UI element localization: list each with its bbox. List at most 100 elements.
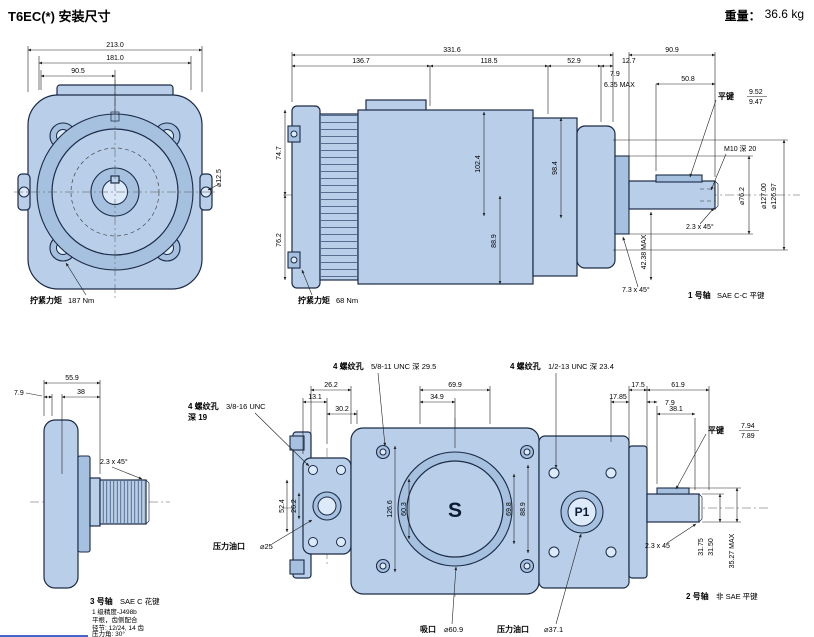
weight-value: 36.6 kg [764,7,804,21]
dim-30-2: 30.2 [335,406,349,413]
tap-hole-hidden [700,188,715,202]
dim-50-8: 50.8 [681,76,695,83]
top-end-cover [628,445,648,579]
dim-7-9-top: 7.9 [665,400,675,407]
thread3-depth: 深 19 [188,412,208,422]
shaft3-note3: 径节: 12/24, 14 齿 [92,623,145,632]
side-mid-section [532,117,578,277]
shaft3-note1: 1 级精度-J498b [92,607,137,616]
shaft2 [646,493,700,523]
shaft3-label: 3 号轴 [90,596,113,606]
torque-value-front: 187 Nm [68,296,94,305]
top-view: S P1 4 螺纹孔 5/8-11 UNC 深 29.5 [188,361,770,634]
dim-118-5: 118.5 [481,58,498,65]
thread-hole-58i [379,562,387,570]
key-lower: 9.47 [749,99,763,106]
thread-hole [336,465,346,475]
dim-69-8: 69.8 [506,502,513,516]
dim-181: 181.0 [106,55,124,62]
front-centerlines [14,80,216,300]
thread-hole-12 [605,546,617,558]
thread-hole [308,465,318,475]
dim-13-1: 13.1 [308,394,322,401]
thread-hole-58i [523,448,531,456]
chamfer-shaft2: 2.3 x 45 [645,543,670,550]
thread3-spec: 3/8-16 UNC [226,402,266,411]
torque-value-side: 68 Nm [336,296,358,305]
thread2-prefix: 4 螺纹孔 [510,361,541,371]
side-view: 331.6 136.7 118.5 52.9 12.7 7.9 6.35 MAX… [276,47,800,305]
side-pilot [614,155,630,235]
thread3-prefix: 4 螺纹孔 [188,401,219,411]
torque-label-side: 拧紧力矩 [298,295,330,305]
max-42-38: 42.38 MAX [641,234,648,269]
shaft2-key [656,487,690,495]
top-tab-2 [289,559,305,575]
thread-hole-12 [605,467,617,479]
pressure-port-label: 压力油口 [213,541,245,551]
weight-note: 重量： 36.6 kg [725,7,804,24]
thread2-spec: 1/2-13 UNC 深 23.4 [548,362,614,371]
dim-hole-dia: ⌀12.5 [216,169,223,187]
dim-90-9: 90.9 [665,47,679,54]
tab-hole [290,130,298,138]
pressure-port2-dia: ⌀37.1 [544,625,563,634]
key-upper: 9.52 [749,89,763,96]
shaft3-hub [89,477,101,527]
page-border-fragment [0,635,88,637]
thread-hole [308,537,318,547]
shaft3-face [77,455,91,553]
dim-26-2-top: 26.2 [324,382,338,389]
weight-label: 重量： [724,9,761,23]
pressure-port-dia: ⌀25 [260,542,273,551]
torque-label-front: 拧紧力矩 [30,295,62,305]
dim-26-2-left: 26.2 [291,499,298,513]
side-ribs [321,115,357,279]
p1-port [567,497,597,527]
shaft3-note4: 压力角: 30° [92,629,125,637]
shaft2-desc: 非 SAE 平键 [716,591,758,601]
shaft3-note2: 平根，齿侧配合 [92,615,138,624]
chamfer-s3: 2.3 x 45° [100,458,128,466]
chamfer-7-3: 7.3 x 45° [622,286,650,294]
thread-hole-58i [379,448,387,456]
dim-17-5: 17.5 [631,382,645,389]
thread-hole-12 [548,546,560,558]
dim-7-9: 7.9 [610,71,620,78]
tap-hole-label: M10 深 20 [724,144,756,153]
suction-dia: ⌀60.9 [444,625,463,634]
side-main-body [357,109,534,285]
max-35-27: 35.27 MAX [729,533,736,568]
dim-60-3: 60.3 [401,502,408,516]
dim-98-4: 98.4 [552,161,559,175]
pressure-port2-label: 压力油口 [497,624,529,634]
thread-hole-12 [548,467,560,479]
side-key [655,174,703,183]
shaft3-flange [43,419,79,589]
chamfer-2-3: 2.3 x 45° [686,223,714,231]
dim-102-4: 102.4 [475,155,482,173]
thread1-spec: 5/8-11 UNC 深 29.5 [371,362,436,371]
dim-38-1: 38.1 [669,406,683,413]
dim-38: 38 [77,389,85,396]
top-tab-1 [289,435,305,451]
key-label-2: 平键 [708,425,724,435]
shaft2-chamfer [698,493,703,523]
key2-upper: 7.94 [741,423,755,430]
dim-7-9-s3: 7.9 [14,390,24,397]
dia-127-upper: ⌀127.00 [761,183,768,209]
dim-52-4: 52.4 [279,499,286,513]
port-p1-label: P1 [575,505,590,519]
dim-331-6: 331.6 [443,47,461,54]
suction-label: 吸口 [420,625,436,634]
shaft3-chamfer [145,479,150,525]
dim-88-9: 88.9 [491,234,498,248]
dim-55-9: 55.9 [65,375,79,382]
dim-213: 213.0 [106,42,124,49]
dim-69-9: 69.9 [448,382,462,389]
dim-74-7: 74.7 [276,146,283,160]
thread1-prefix: 4 螺纹孔 [333,361,364,371]
dim-17-85: 17.85 [609,394,627,401]
shaft3-spline-teeth [101,481,145,523]
